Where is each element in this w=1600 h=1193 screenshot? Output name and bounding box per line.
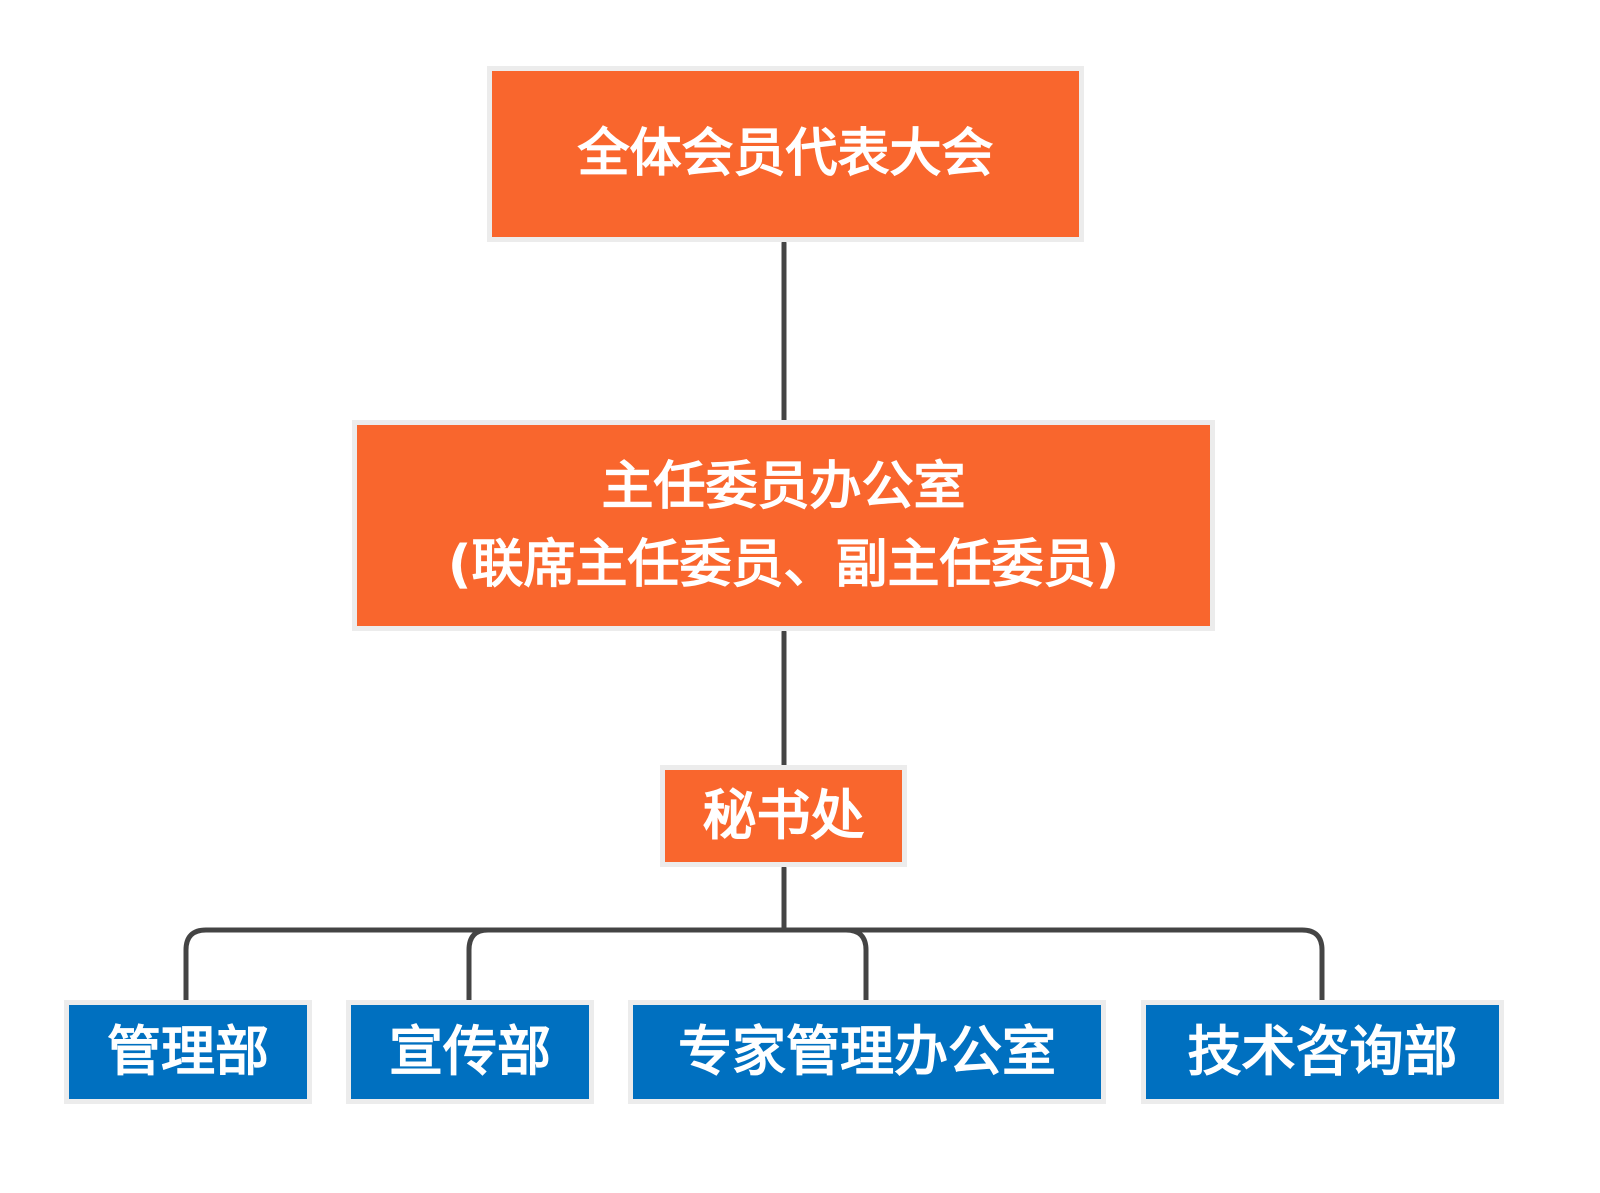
connector-branch-management (183, 927, 787, 1003)
node-publicity-dept: 宣传部 (346, 1000, 594, 1104)
node-general-assembly: 全体会员代表大会 (487, 66, 1084, 242)
connector-branch-publicity (466, 927, 787, 1003)
node-publicity-dept-label: 宣传部 (389, 1020, 551, 1084)
node-director-office: 主任委员办公室 (联席主任委员、副主任委员) (352, 420, 1215, 631)
node-management-dept-label: 管理部 (107, 1020, 269, 1084)
node-expert-management-office-label: 专家管理办公室 (678, 1020, 1056, 1084)
node-tech-consulting-dept-label: 技术咨询部 (1187, 1020, 1458, 1084)
connector-branch-expert-office (781, 927, 869, 1003)
node-director-office-subtitle: (联席主任委员、副主任委员) (447, 534, 1120, 595)
node-secretariat-label: 秘书处 (702, 784, 865, 848)
node-expert-management-office: 专家管理办公室 (628, 1000, 1106, 1104)
connector-branch-tech-consulting (781, 927, 1325, 1003)
node-management-dept: 管理部 (64, 1000, 312, 1104)
node-tech-consulting-dept: 技术咨询部 (1141, 1000, 1504, 1104)
node-director-office-title: 主任委员办公室 (601, 456, 966, 517)
node-general-assembly-label: 全体会员代表大会 (577, 123, 994, 184)
node-secretariat: 秘书处 (660, 765, 907, 867)
